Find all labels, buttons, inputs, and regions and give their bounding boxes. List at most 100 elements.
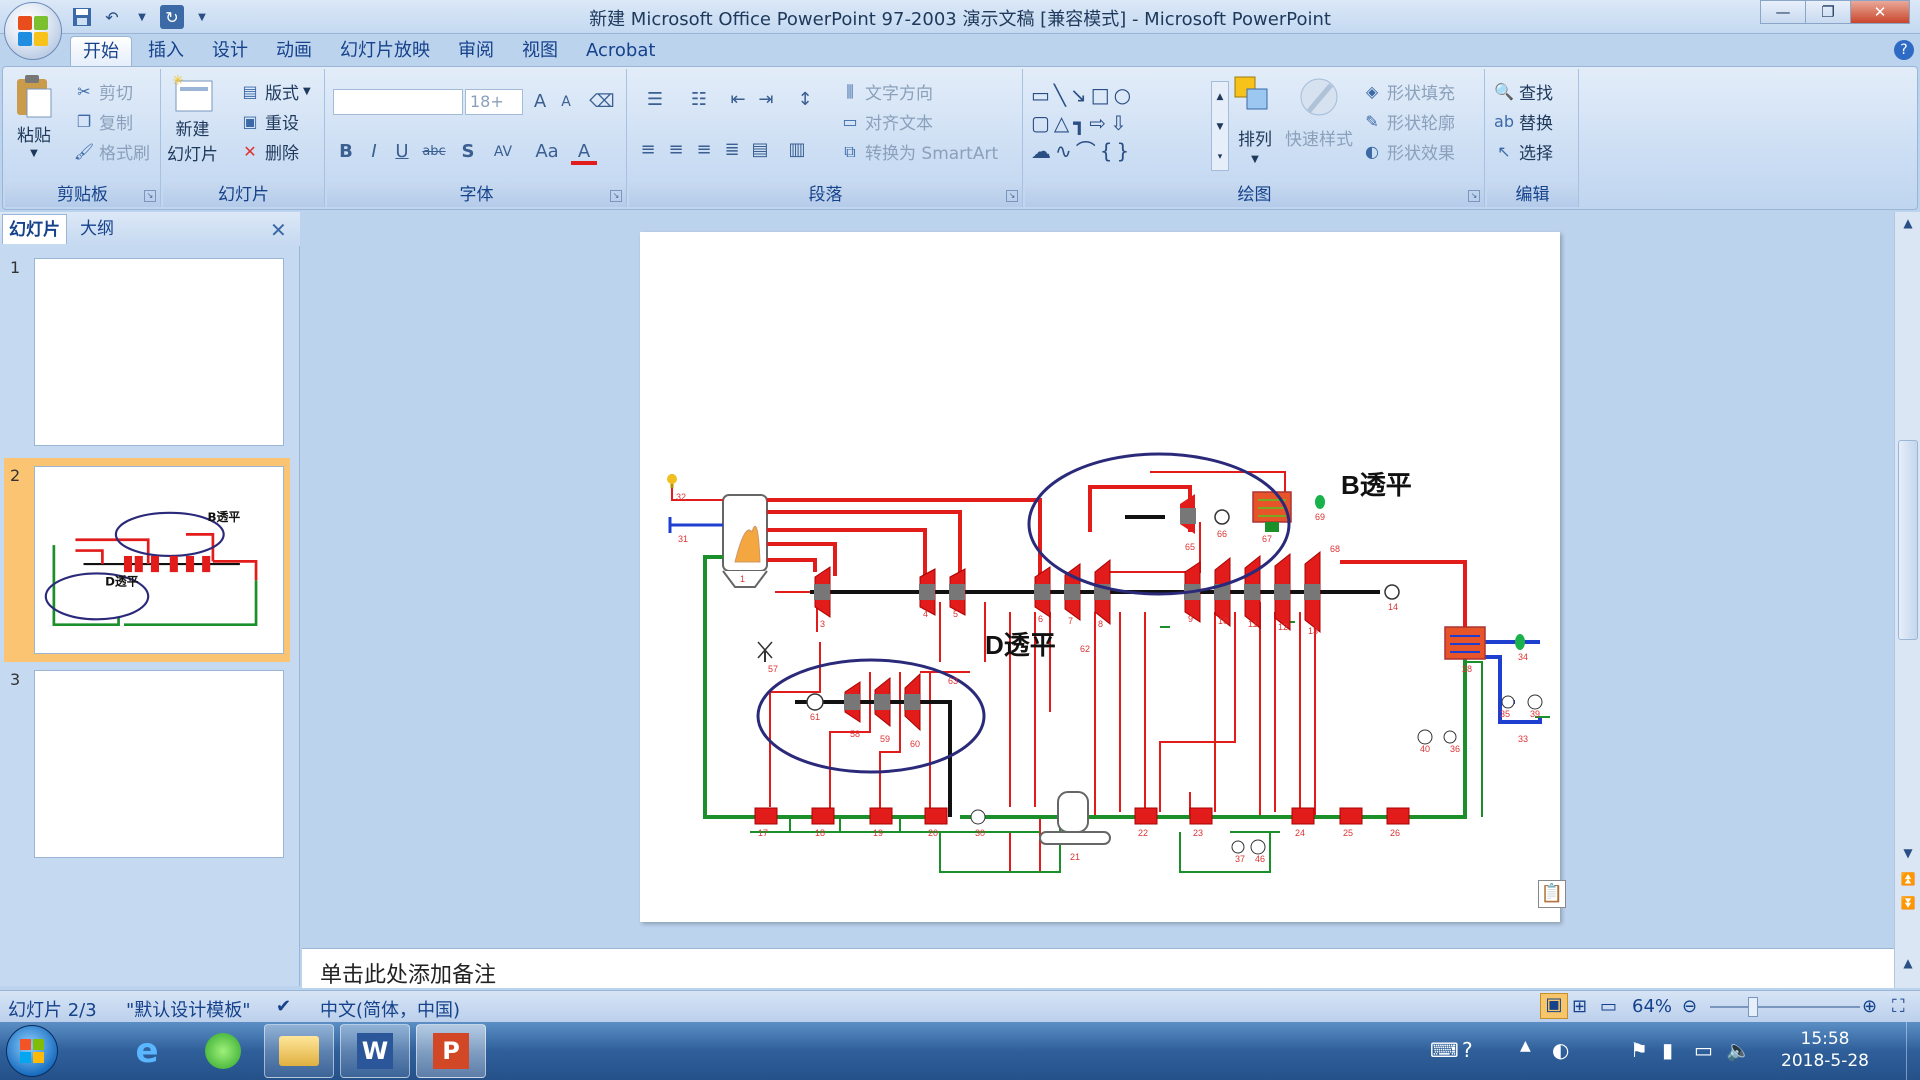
tray-app-icon[interactable]: ◐ xyxy=(1552,1038,1570,1062)
shadow-button[interactable]: S xyxy=(461,141,475,162)
shape-brace-right-icon[interactable]: } xyxy=(1116,139,1134,163)
fit-to-window-icon[interactable]: ⛶ xyxy=(1892,996,1905,1017)
reset-button[interactable]: ▣重设 xyxy=(239,109,299,135)
close-button[interactable]: ✕ xyxy=(1850,0,1910,24)
undo-icon[interactable]: ↶ xyxy=(105,7,119,27)
tab-design[interactable]: 设计 xyxy=(212,40,248,61)
font-size-combo[interactable]: 18+ xyxy=(465,89,523,115)
close-pane-icon[interactable]: ✕ xyxy=(270,218,287,242)
vertical-scrollbar[interactable]: ▲ ▼ ⏫ ⏬ ▲ xyxy=(1894,212,1920,988)
action-center-flag-icon[interactable]: ⚑ xyxy=(1630,1038,1648,1062)
font-launcher-icon[interactable]: ↘ xyxy=(610,190,622,202)
clipboard-launcher-icon[interactable]: ↘ xyxy=(144,190,156,202)
spellcheck-icon[interactable]: ✔ xyxy=(276,996,292,1017)
shape-right-arrow-icon[interactable]: ⇨ xyxy=(1089,111,1111,135)
volume-icon[interactable]: 🔈 xyxy=(1726,1038,1751,1062)
shape-outline-button[interactable]: ✎形状轮廓 xyxy=(1361,109,1455,135)
tab-view[interactable]: 视图 xyxy=(522,40,558,61)
language-indicator[interactable]: 中文(简体，中国) xyxy=(320,1000,461,1021)
italic-button[interactable]: I xyxy=(371,141,377,162)
prev-slide-icon[interactable]: ⏫ xyxy=(1900,872,1916,886)
help-tray-icon[interactable]: ? xyxy=(1462,1038,1473,1062)
grow-font-icon[interactable]: A xyxy=(533,91,547,112)
zoom-in-icon[interactable]: ⊕ xyxy=(1862,996,1878,1017)
format-painter-button[interactable]: 🖌格式刷 xyxy=(73,139,150,165)
zoom-slider-thumb[interactable] xyxy=(1748,997,1758,1017)
drawing-launcher-icon[interactable]: ↘ xyxy=(1468,190,1480,202)
shape-elbow-icon[interactable]: ┓ xyxy=(1073,111,1090,135)
show-desktop-button[interactable] xyxy=(1906,1022,1920,1080)
zoom-level[interactable]: 64% xyxy=(1632,996,1673,1017)
delete-button[interactable]: ✕删除 xyxy=(239,139,299,165)
tab-outline-pane[interactable]: 大纲 xyxy=(80,219,114,239)
font-color-button[interactable]: A xyxy=(571,139,597,165)
shape-curve-icon[interactable]: ∿ xyxy=(1055,139,1076,163)
next-slide-icon[interactable]: ⏬ xyxy=(1900,896,1916,910)
char-spacing-button[interactable]: AV xyxy=(493,144,513,160)
select-button[interactable]: ↖选择 xyxy=(1493,139,1553,165)
paste-button[interactable]: 粘贴 ▼ xyxy=(13,73,55,159)
taskbar-ie[interactable]: e xyxy=(112,1024,182,1078)
zoom-slider[interactable] xyxy=(1710,1006,1860,1008)
slideshow-view-icon[interactable]: ▭ xyxy=(1600,996,1618,1017)
slide-thumbnail-3[interactable] xyxy=(34,670,284,858)
cut-button[interactable]: ✂剪切 xyxy=(73,79,133,105)
zoom-out-icon[interactable]: ⊖ xyxy=(1682,996,1698,1017)
slide-sorter-icon[interactable]: ⊞ xyxy=(1572,996,1588,1017)
slide-thumbnail-2[interactable]: B透平 D透平 xyxy=(34,466,284,654)
underline-button[interactable]: U xyxy=(395,141,409,162)
align-left-icon[interactable]: ≡ xyxy=(640,139,656,160)
align-right-icon[interactable]: ≡ xyxy=(696,139,712,160)
save-icon[interactable] xyxy=(70,5,94,29)
tab-home[interactable]: 开始 xyxy=(70,36,132,66)
smartart-button[interactable]: ⧉转换为 SmartArt xyxy=(839,139,998,165)
columns-icon[interactable]: ▥ xyxy=(788,139,806,160)
shape-roundrect-icon[interactable]: ▢ xyxy=(1031,111,1054,135)
system-clock[interactable]: 15:58 2018-5-28 xyxy=(1750,1028,1900,1072)
numbering-icon[interactable]: ☷ xyxy=(690,89,708,110)
shape-cloud-icon[interactable]: ☁ xyxy=(1031,139,1055,163)
decrease-indent-icon[interactable]: ⇤ xyxy=(730,89,746,110)
tab-review[interactable]: 审阅 xyxy=(458,40,494,61)
office-button[interactable] xyxy=(4,2,62,60)
taskbar-word[interactable]: W xyxy=(340,1024,410,1078)
line-spacing-icon[interactable]: ↕ xyxy=(797,89,813,110)
power-icon[interactable]: ▮ xyxy=(1662,1038,1674,1062)
tab-animations[interactable]: 动画 xyxy=(276,40,312,61)
text-direction-button[interactable]: ⫼文字方向 xyxy=(839,79,933,105)
notes-scroll-up-icon[interactable]: ▲ xyxy=(1903,956,1913,970)
align-text-button[interactable]: ▭对齐文本 xyxy=(839,109,933,135)
new-slide-button[interactable]: ✳ 新建 幻灯片 xyxy=(167,73,218,165)
shape-down-arrow-icon[interactable]: ⇩ xyxy=(1110,111,1131,135)
customize-qat-icon[interactable]: ▼ xyxy=(198,11,206,23)
shapes-gallery-scroll[interactable]: ▲▼▾ xyxy=(1211,81,1229,171)
shape-rect-icon[interactable]: □ xyxy=(1090,83,1114,107)
scroll-down-icon[interactable]: ▼ xyxy=(1903,846,1913,860)
start-button[interactable] xyxy=(6,1025,58,1077)
shape-fill-button[interactable]: ◈形状填充 xyxy=(1361,79,1455,105)
paragraph-launcher-icon[interactable]: ↘ xyxy=(1006,190,1018,202)
shape-triangle-icon[interactable]: △ xyxy=(1053,111,1074,135)
tab-acrobat[interactable]: Acrobat xyxy=(586,40,656,61)
network-icon[interactable]: ▭ xyxy=(1694,1038,1713,1062)
strikethrough-button[interactable]: abc xyxy=(422,144,446,159)
help-icon[interactable]: ? xyxy=(1894,40,1914,60)
minimize-button[interactable]: — xyxy=(1760,0,1806,24)
tab-insert[interactable]: 插入 xyxy=(148,40,184,61)
normal-view-icon[interactable]: ▣ xyxy=(1540,993,1568,1019)
shrink-font-icon[interactable]: A xyxy=(561,94,571,110)
keyboard-icon[interactable]: ⌨ xyxy=(1430,1038,1459,1062)
bullets-icon[interactable]: ☰ xyxy=(646,89,664,110)
quick-styles-button[interactable]: 快速样式 xyxy=(1285,75,1353,150)
justify-icon[interactable]: ≣ xyxy=(724,139,740,160)
scroll-up-icon[interactable]: ▲ xyxy=(1903,216,1913,230)
shape-brace-left-icon[interactable]: { xyxy=(1099,139,1117,163)
dropdown-icon[interactable]: ▼ xyxy=(138,11,146,23)
find-button[interactable]: 🔍查找 xyxy=(1493,79,1553,105)
increase-indent-icon[interactable]: ⇥ xyxy=(758,89,774,110)
theme-name[interactable]: "默认设计模板" xyxy=(126,1000,251,1021)
show-hidden-icons[interactable]: ▲ xyxy=(1520,1038,1531,1054)
distributed-icon[interactable]: ▤ xyxy=(751,139,769,160)
taskbar-browser[interactable] xyxy=(188,1024,258,1078)
